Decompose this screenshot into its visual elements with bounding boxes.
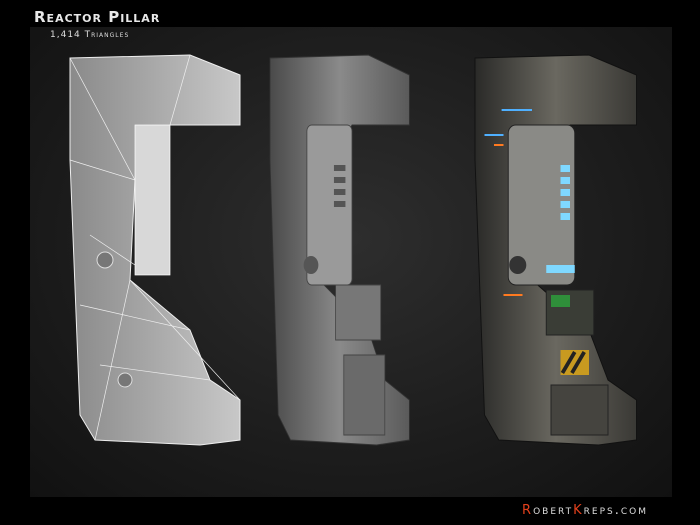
logo-initial-r: R — [522, 503, 534, 518]
logo-text-reps: reps.com — [583, 503, 648, 518]
triangle-count: 1,414 Triangles — [50, 30, 130, 40]
textured-pillar — [474, 54, 637, 446]
logo-text-obert: obert — [533, 503, 574, 518]
site-logo: RobertKreps.com — [522, 503, 648, 518]
logo-initial-k: K — [573, 503, 584, 518]
clay-pillar — [269, 54, 410, 446]
page-title: Reactor Pillar — [34, 8, 161, 26]
wireframe-pillar — [69, 54, 241, 446]
